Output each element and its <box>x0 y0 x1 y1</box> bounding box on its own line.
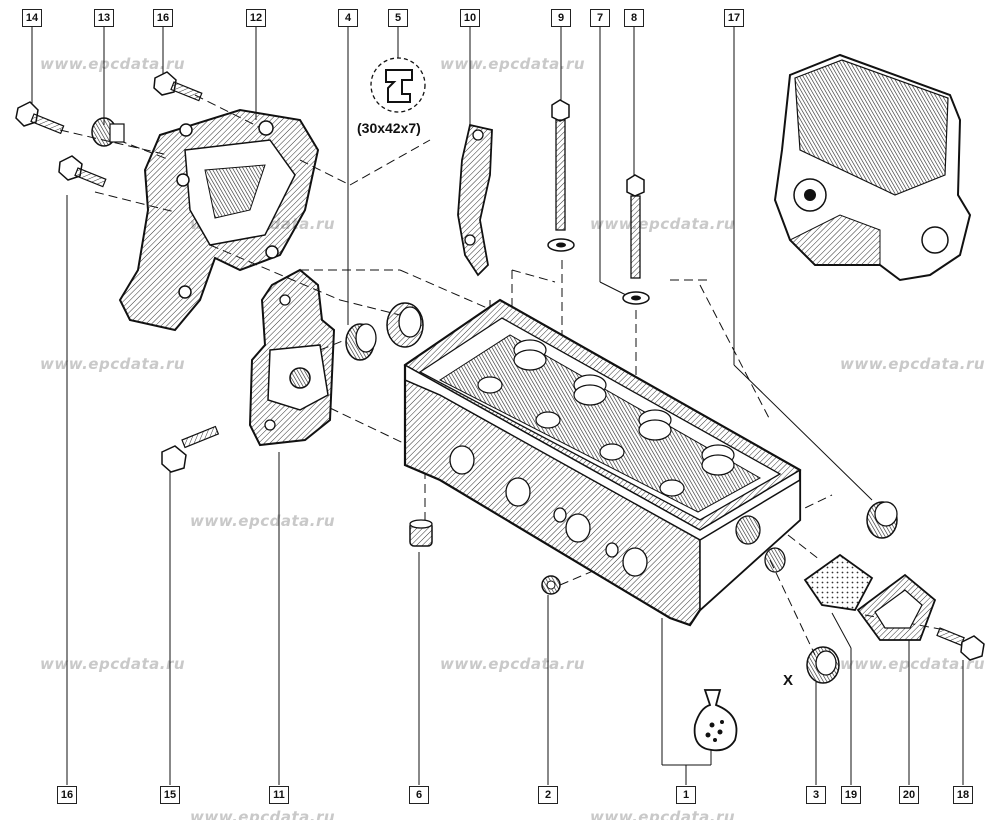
section-marker-x: X <box>783 672 794 689</box>
callout-8: 8 <box>624 9 644 27</box>
callout-13: 13 <box>94 9 114 27</box>
plug-2 <box>541 575 561 595</box>
callout-3: 3 <box>806 786 826 804</box>
watermark: www.epcdata.ru <box>190 512 336 530</box>
callout-7: 7 <box>590 9 610 27</box>
watermark: www.epcdata.ru <box>440 55 586 73</box>
sleeve-6 <box>409 519 433 547</box>
callout-4: 4 <box>338 9 358 27</box>
watermark: www.epcdata.ru <box>190 808 336 820</box>
callout-11: 11 <box>269 786 289 804</box>
engine-thumbnail <box>773 53 972 282</box>
seal-3 <box>806 646 840 684</box>
callout-2: 2 <box>538 786 558 804</box>
bracket-11 <box>248 268 336 447</box>
cover-20 <box>856 573 937 641</box>
watermark: www.epcdata.ru <box>840 655 986 673</box>
bolt-9 <box>547 99 575 252</box>
cylinder-head <box>403 298 802 627</box>
callout-12: 12 <box>246 9 266 27</box>
plug-17 <box>866 501 898 539</box>
callout-19: 19 <box>841 786 861 804</box>
bolt-18 <box>936 627 985 661</box>
plug-13 <box>91 117 125 147</box>
callout-20: 20 <box>899 786 919 804</box>
bolt-14 <box>15 101 65 135</box>
callout-5: 5 <box>388 9 408 27</box>
watermark: www.epcdata.ru <box>40 355 186 373</box>
bracket-12 <box>118 108 320 332</box>
watermark: www.epcdata.ru <box>590 215 736 233</box>
callout-1: 1 <box>676 786 696 804</box>
gasket-19 <box>803 553 874 611</box>
callout-9: 9 <box>551 9 571 27</box>
watermark: www.epcdata.ru <box>40 55 186 73</box>
seal-size-note: (30x42x7) <box>357 120 421 136</box>
bolt-16-lower <box>58 155 107 188</box>
callout-17: 17 <box>724 9 744 27</box>
seal-5 <box>370 57 426 348</box>
watermark: www.epcdata.ru <box>40 655 186 673</box>
callout-16: 16 <box>57 786 77 804</box>
callout-16: 16 <box>153 9 173 27</box>
callout-6: 6 <box>409 786 429 804</box>
gasket-kit-bag-1 <box>693 689 738 752</box>
plug-4 <box>345 323 377 361</box>
rocker-10 <box>457 123 493 277</box>
callout-15: 15 <box>160 786 180 804</box>
bolt-15 <box>161 425 220 473</box>
bolt-8 <box>622 174 650 305</box>
leader-lines <box>31 27 964 785</box>
bolt-16-top <box>153 71 203 102</box>
watermark: www.epcdata.ru <box>590 808 736 820</box>
watermark: www.epcdata.ru <box>840 355 986 373</box>
callout-14: 14 <box>22 9 42 27</box>
callout-10: 10 <box>460 9 480 27</box>
callout-18: 18 <box>953 786 973 804</box>
